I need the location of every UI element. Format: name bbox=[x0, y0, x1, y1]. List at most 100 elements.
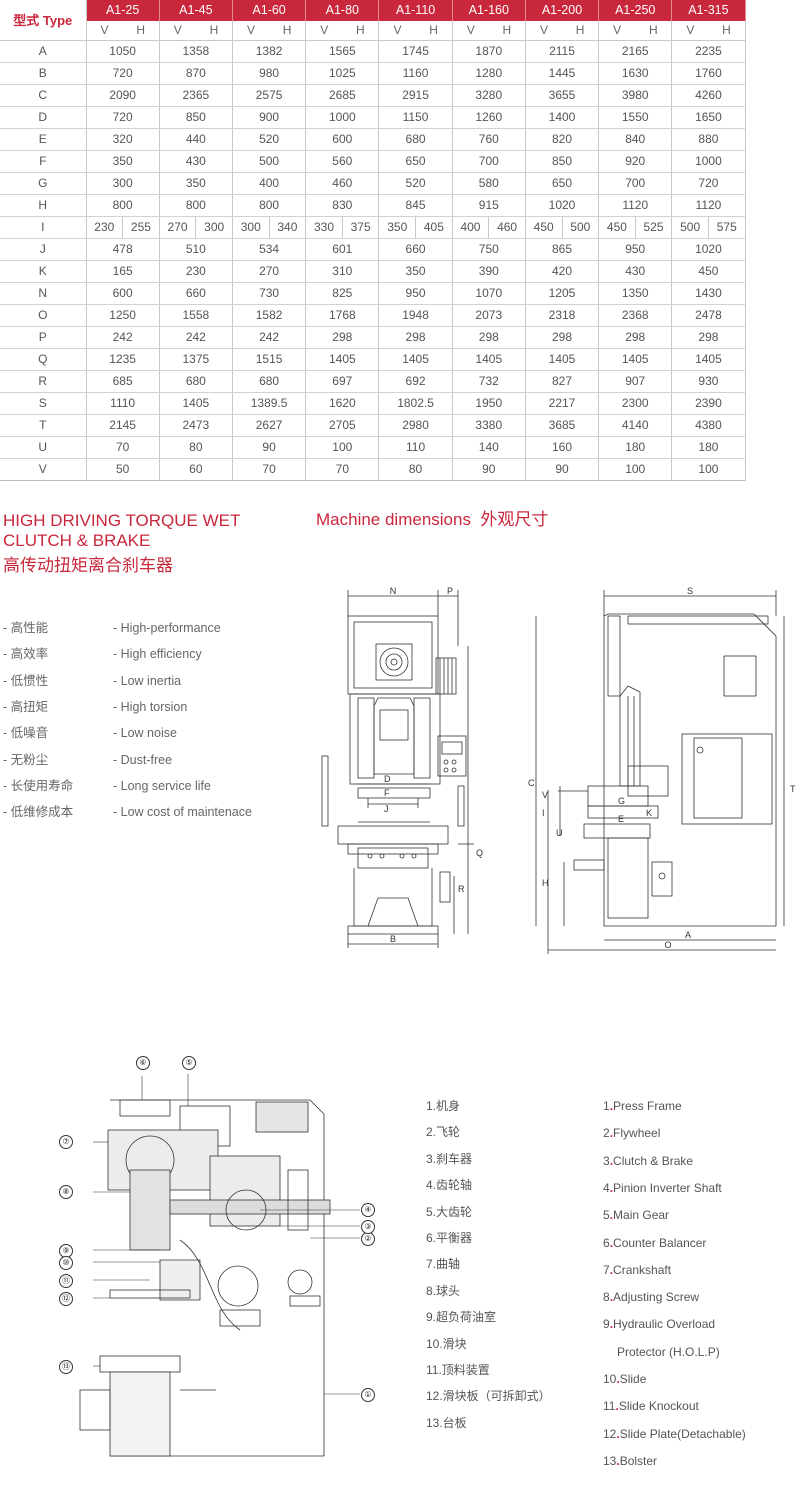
dim-label-o: O bbox=[664, 940, 671, 950]
part-number: 11 bbox=[603, 1399, 616, 1414]
table-cell: 300 bbox=[86, 172, 160, 195]
sub-header-v: V bbox=[525, 21, 562, 41]
table-cell: 1382 bbox=[232, 40, 307, 63]
table-cell: 692 bbox=[378, 370, 453, 393]
table-cell: 70 bbox=[305, 458, 380, 481]
part-item-en: 13.Bolster bbox=[603, 1454, 657, 1468]
table-cell: 1515 bbox=[232, 348, 307, 371]
table-cell: 90 bbox=[452, 458, 526, 481]
table-cell: 242 bbox=[159, 326, 233, 349]
feature-cn-text: 无粉尘 bbox=[10, 752, 49, 767]
dim-label-r: R bbox=[458, 884, 465, 894]
table-cell: 1745 bbox=[378, 40, 453, 63]
part-item-en: 6.Counter Balancer bbox=[603, 1236, 706, 1250]
part-text: Crankshaft bbox=[613, 1262, 672, 1277]
table-cell: 1160 bbox=[378, 62, 453, 85]
dim-label-q: Q bbox=[476, 848, 483, 858]
row-label: C bbox=[0, 84, 87, 107]
dim-label-h: H bbox=[542, 878, 549, 888]
row-label: U bbox=[0, 436, 87, 459]
dim-label-s: S bbox=[687, 586, 693, 596]
table-cell: 2300 bbox=[598, 392, 673, 415]
table-cell: 1050 bbox=[86, 40, 160, 63]
table-cell: 4260 bbox=[671, 84, 746, 107]
feature-cn: - 无粉尘 bbox=[3, 753, 48, 767]
sub-header-h: H bbox=[269, 21, 307, 41]
table-cell: 915 bbox=[452, 194, 526, 217]
model-header: A1-250 bbox=[598, 0, 673, 21]
table-cell: 1650 bbox=[671, 106, 746, 129]
part-item-cn: 9.超负荷油室 bbox=[426, 1310, 497, 1325]
table-cell: 865 bbox=[525, 238, 600, 261]
part-item-cn: 10.滑块 bbox=[426, 1336, 467, 1351]
feature-en-text: Low noise bbox=[120, 726, 177, 741]
table-cell: 3280 bbox=[452, 84, 526, 107]
table-cell: 1000 bbox=[305, 106, 380, 129]
table-cell: 1405 bbox=[452, 348, 526, 371]
table-cell: 1550 bbox=[598, 106, 673, 129]
part-item-en: 10.Slide bbox=[603, 1372, 646, 1386]
part-text: Pinion Inverter Shaft bbox=[613, 1180, 722, 1195]
front-view-diagram: N P D F J Q R B bbox=[321, 586, 483, 948]
table-cell: 510 bbox=[159, 238, 233, 261]
table-cell: 110 bbox=[378, 436, 453, 459]
table-cell: 1025 bbox=[305, 62, 380, 85]
bullet-dash: - bbox=[3, 778, 11, 793]
table-cell: 1802.5 bbox=[378, 392, 453, 415]
feature-en: - Low noise bbox=[113, 726, 177, 740]
part-number: 10 bbox=[603, 1372, 617, 1386]
table-cell: 2478 bbox=[671, 304, 746, 327]
table-cell: 400 bbox=[452, 216, 490, 239]
table-cell: 340 bbox=[269, 216, 307, 239]
part-item-en: 3.Clutch & Brake bbox=[603, 1154, 693, 1168]
feature-en-text: High torsion bbox=[120, 699, 188, 714]
part-dot: . bbox=[609, 1126, 614, 1141]
feature-cn: - 高性能 bbox=[3, 621, 48, 635]
table-cell: 180 bbox=[598, 436, 673, 459]
table-cell: 600 bbox=[305, 128, 380, 151]
part-dot: . bbox=[609, 1290, 614, 1305]
table-cell: 1070 bbox=[452, 282, 526, 305]
bullet-dash: - bbox=[3, 726, 11, 741]
table-cell: 750 bbox=[452, 238, 526, 261]
table-cell: 680 bbox=[378, 128, 453, 151]
table-cell: 350 bbox=[159, 172, 233, 195]
table-cell: 680 bbox=[232, 370, 307, 393]
table-cell: 1400 bbox=[525, 106, 600, 129]
table-cell: 1250 bbox=[86, 304, 160, 327]
part-item-en: Protector (H.O.L.P) bbox=[617, 1345, 720, 1359]
dimensions-title: Machine dimensions 外观尺寸 bbox=[316, 510, 548, 530]
sub-header-h: H bbox=[342, 21, 380, 41]
row-label: T bbox=[0, 414, 87, 437]
part-number: 9 bbox=[603, 1317, 610, 1332]
feature-cn-text: 低维修成本 bbox=[10, 805, 74, 820]
table-cell: 140 bbox=[452, 436, 526, 459]
model-header: A1-315 bbox=[671, 0, 746, 21]
table-cell: 520 bbox=[378, 172, 453, 195]
callout-12: ⑫ bbox=[59, 1292, 73, 1306]
table-cell: 242 bbox=[232, 326, 307, 349]
table-cell: 720 bbox=[86, 106, 160, 129]
feature-cn-text: 高扭矩 bbox=[10, 699, 49, 714]
table-cell: 2685 bbox=[305, 84, 380, 107]
callout-10: ⑩ bbox=[59, 1256, 73, 1270]
table-cell: 1565 bbox=[305, 40, 380, 63]
sub-header-h: H bbox=[415, 21, 453, 41]
table-cell: 3380 bbox=[452, 414, 526, 437]
table-cell: 50 bbox=[86, 458, 160, 481]
table-cell: 320 bbox=[86, 128, 160, 151]
table-cell: 800 bbox=[232, 194, 307, 217]
part-item-cn: 12.滑块板（可拆卸式） bbox=[426, 1389, 551, 1404]
feature-en-text: Dust-free bbox=[120, 752, 173, 767]
feature-cn: - 低噪音 bbox=[3, 726, 48, 740]
table-cell: 440 bbox=[159, 128, 233, 151]
part-item-en: 5.Main Gear bbox=[603, 1208, 669, 1222]
part-text: Slide Knockout bbox=[618, 1399, 699, 1414]
